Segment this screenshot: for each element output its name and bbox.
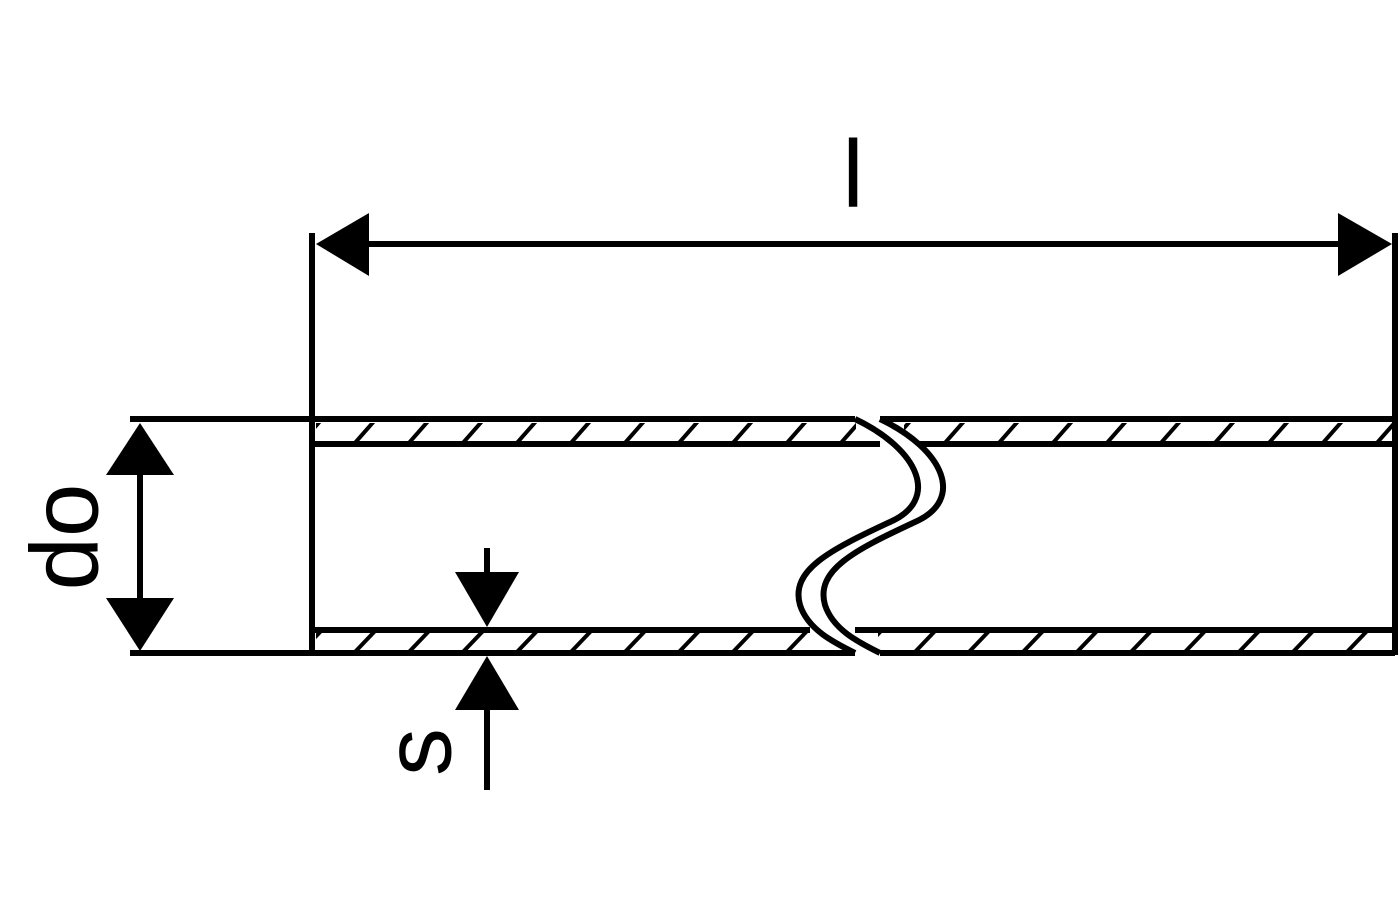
hatch-stroke [839, 423, 856, 442]
tube-outline [130, 233, 1398, 656]
hatch-stroke [1267, 423, 1290, 442]
thickness-arrow-up-icon [455, 656, 519, 710]
hatch-stroke [623, 423, 646, 442]
hatch-stroke [1290, 633, 1314, 652]
break-lines [795, 416, 946, 656]
hatch-stroke [1236, 633, 1260, 652]
hatch-stroke [515, 423, 538, 442]
length-arrow-right-icon [1338, 213, 1392, 276]
break-curve-left [795, 416, 921, 656]
hatch-stroke [1020, 633, 1044, 652]
outer-diameter-label: do [12, 484, 119, 591]
hatch-stroke [353, 423, 376, 442]
hatch-stroke [677, 423, 700, 442]
hatch-stroke [568, 633, 592, 652]
hatch-stroke [460, 633, 484, 652]
hatch-stroke [676, 633, 700, 652]
hatch-stroke [514, 633, 538, 652]
hatch-stroke [406, 633, 430, 652]
wall-thickness-label: s [365, 728, 472, 776]
hatch-stroke [1159, 423, 1182, 442]
hatch-stroke [904, 423, 912, 432]
hatch-stroke [1375, 423, 1392, 442]
hatch-stroke [1051, 423, 1074, 442]
diameter-arrow-down-icon [106, 598, 174, 651]
length-arrow-left-icon [316, 213, 369, 276]
diameter-arrow-up-icon [106, 423, 174, 475]
hatch-stroke [461, 423, 484, 442]
hatch-stroke [407, 423, 430, 442]
hatch-stroke [785, 423, 808, 442]
hatch-stroke [730, 633, 754, 652]
hatch-stroke [1344, 633, 1368, 652]
hatch-stroke [352, 633, 376, 652]
hatch-stroke [316, 633, 322, 640]
hatch-stroke [1182, 633, 1206, 652]
hatch-stroke [1105, 423, 1128, 442]
hatch-stroke [1321, 423, 1344, 442]
hatch-stroke [569, 423, 592, 442]
hatch-stroke [997, 423, 1020, 442]
wall-hatching [316, 423, 1392, 652]
hatch-stroke [1213, 423, 1236, 442]
length-label: l [842, 121, 863, 228]
hatch-stroke [1074, 633, 1098, 652]
hatch-stroke [731, 423, 754, 442]
thickness-arrow-down-icon [455, 572, 519, 627]
hatch-stroke [784, 633, 808, 652]
hatch-stroke [943, 423, 966, 442]
hatch-stroke [878, 633, 882, 638]
hatch-stroke [1128, 633, 1152, 652]
hatch-stroke [316, 423, 322, 429]
hatch-stroke [966, 633, 990, 652]
break-curve-right [820, 416, 946, 656]
hatch-stroke [912, 633, 936, 652]
hatch-stroke [622, 633, 646, 652]
